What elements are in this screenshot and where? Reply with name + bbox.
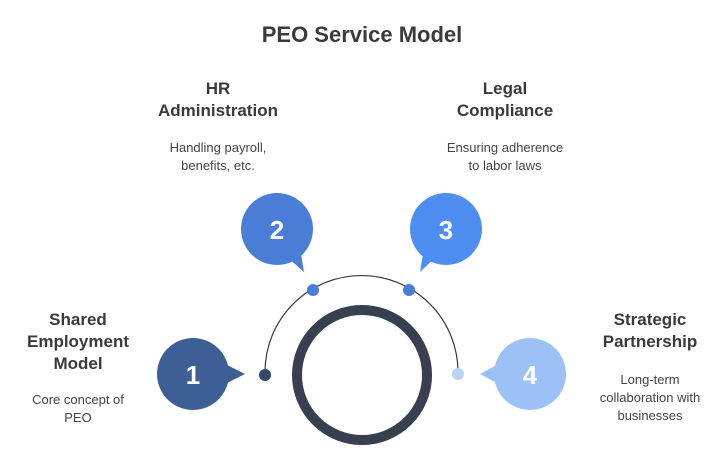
- step-4-description: Long-term collaboration with businesses: [599, 372, 701, 423]
- step-4-bubble: 4: [480, 338, 566, 410]
- hub-ring: [292, 305, 432, 445]
- step-1-heading: Shared Employment Model: [26, 310, 130, 373]
- arc-dot-1: [259, 369, 271, 381]
- step-3-number: 3: [439, 215, 453, 245]
- diagram-title: PEO Service Model: [261, 22, 463, 47]
- step-3-description: Ensuring adherence to labor laws: [446, 140, 564, 173]
- step-3-heading: Legal Compliance: [456, 79, 554, 120]
- step-4-heading: Strategic Partnership: [602, 310, 698, 351]
- arc-dot-4: [452, 368, 464, 380]
- step-2-heading: HR Administration: [158, 79, 278, 120]
- connector-arc: [264, 274, 459, 373]
- step-1-description: Core concept of PEO: [32, 392, 124, 425]
- step-1-number: 1: [186, 360, 200, 390]
- arc-dot-3: [403, 284, 415, 296]
- arc-dot-2: [307, 284, 319, 296]
- step-2-bubble: 2: [241, 193, 313, 272]
- step-2-number: 2: [270, 215, 284, 245]
- step-3-bubble: 3: [410, 193, 482, 272]
- step-4-number: 4: [523, 360, 538, 390]
- step-2-description: Handling payroll, benefits, etc.: [169, 140, 267, 173]
- step-1-bubble: 1: [157, 338, 245, 410]
